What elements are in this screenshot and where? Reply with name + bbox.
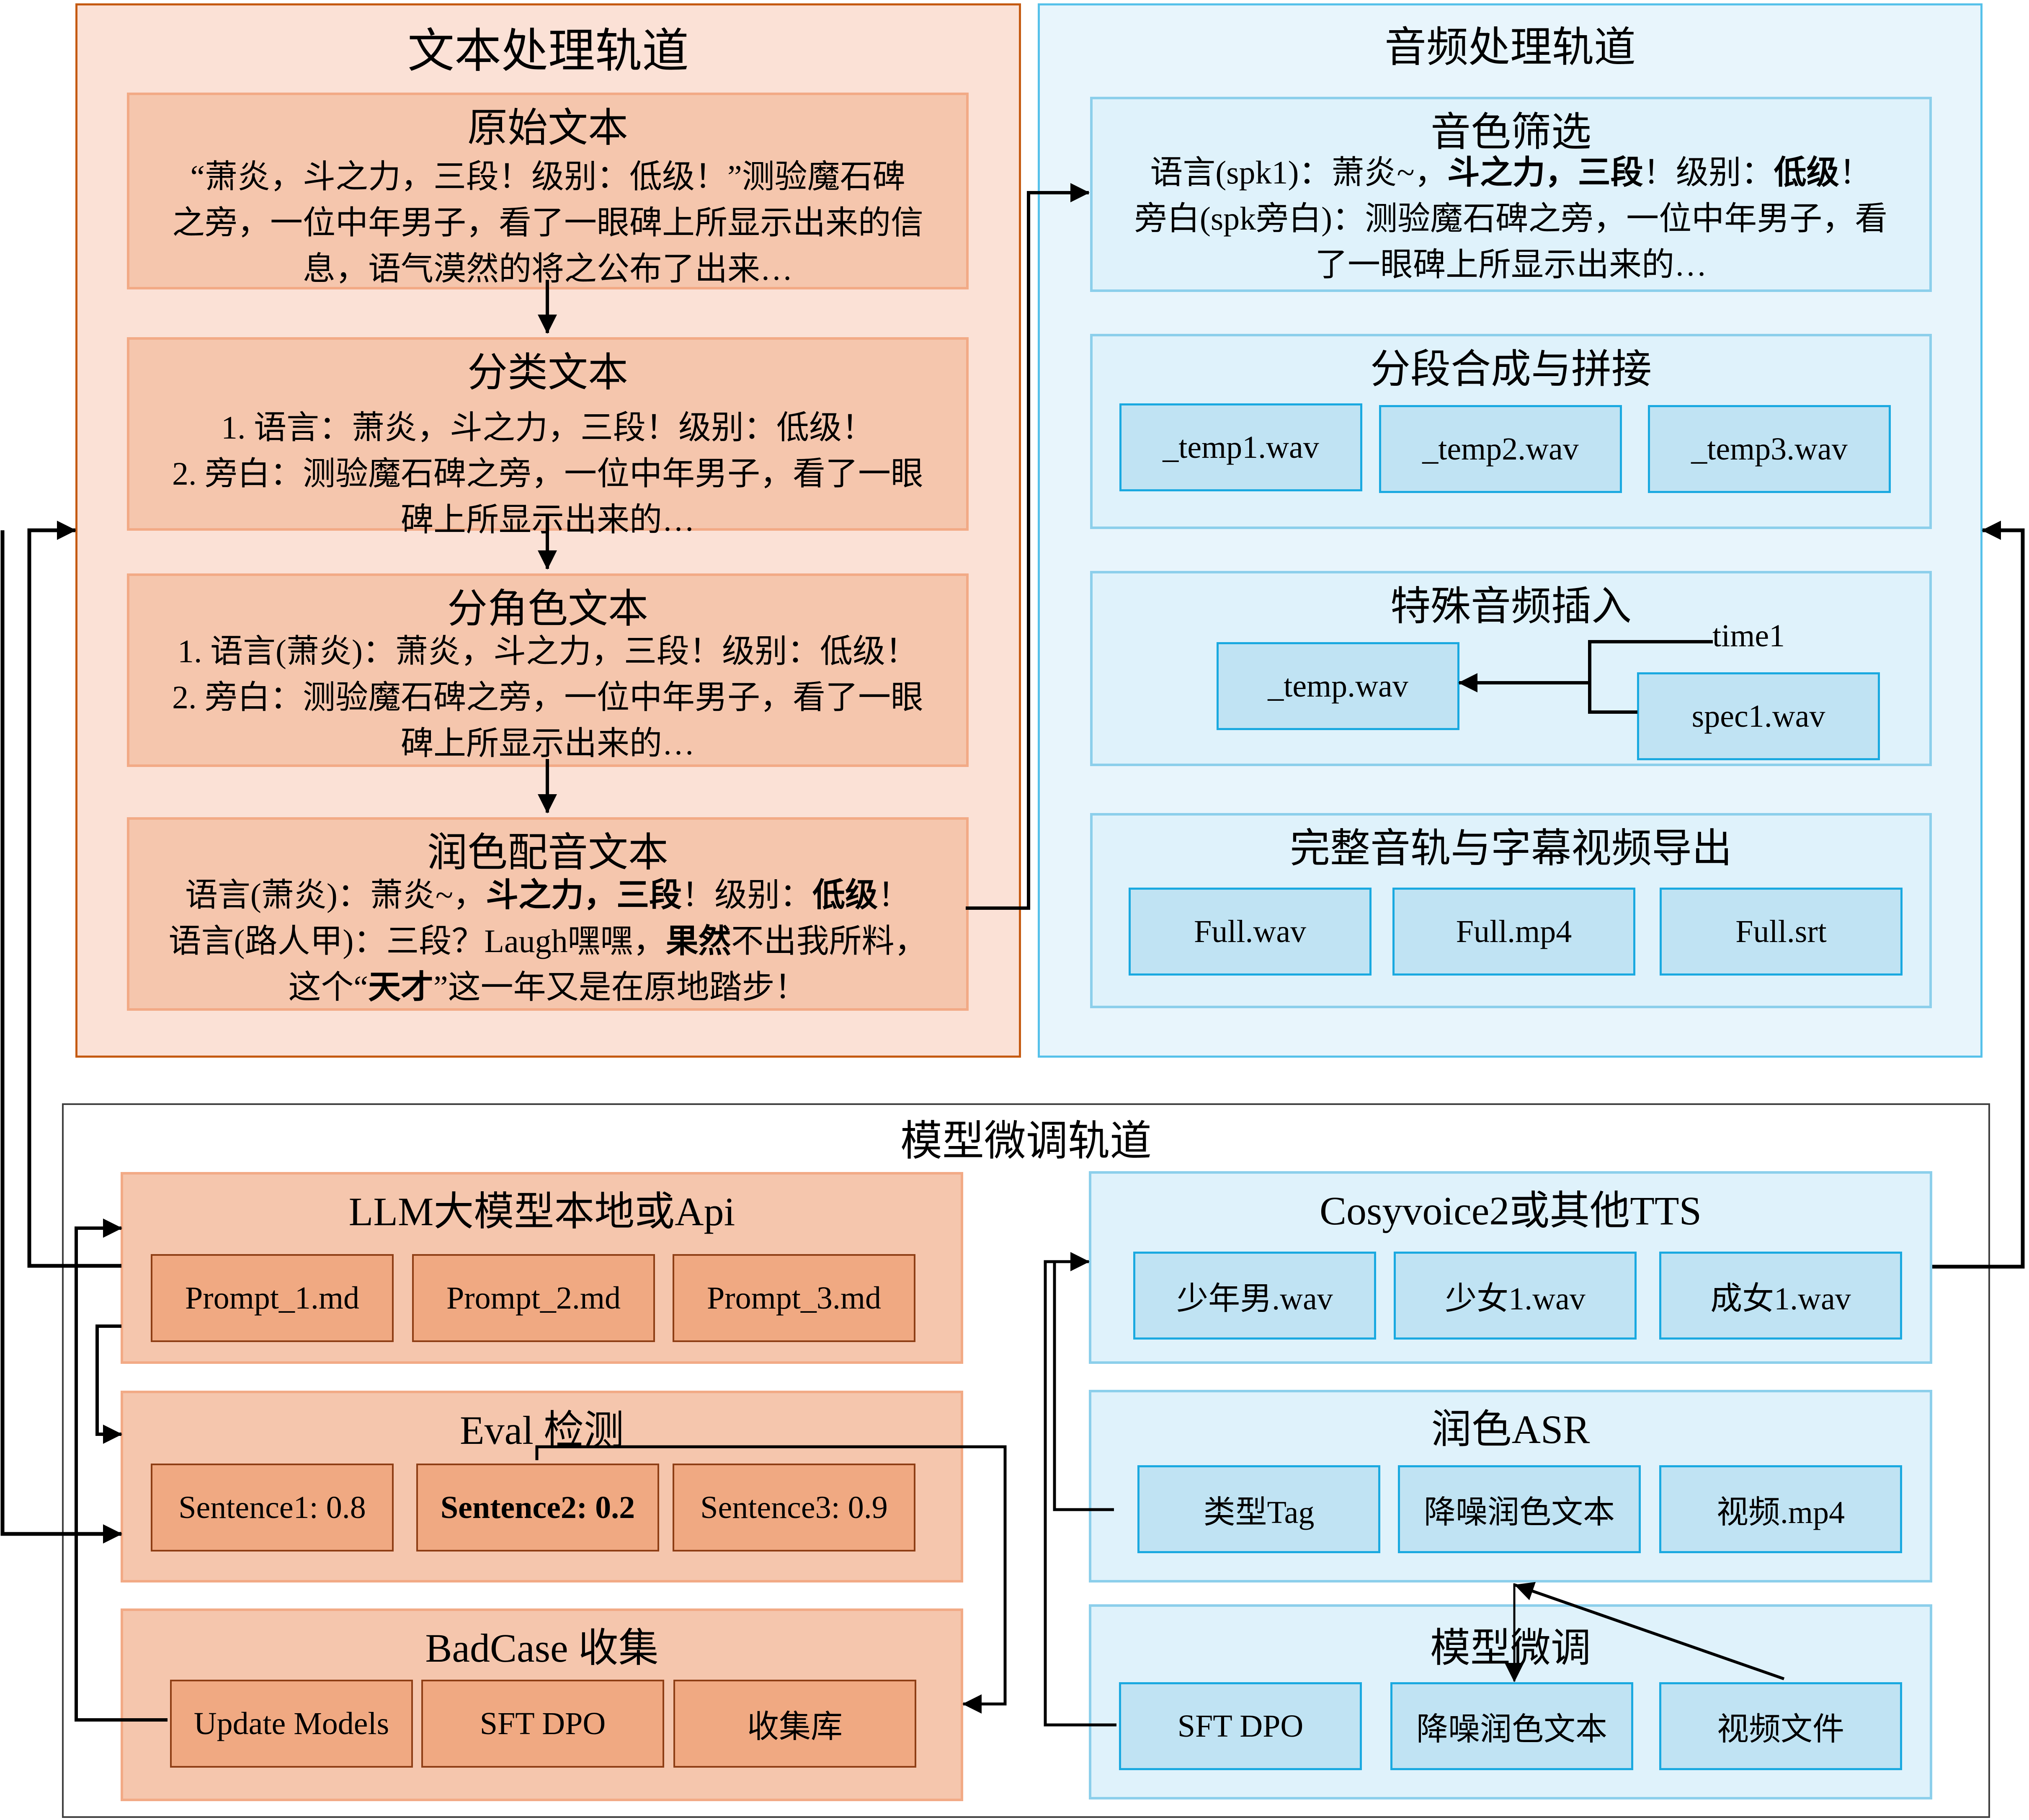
finetune-title: 模型微调 xyxy=(1430,1626,1591,1670)
badcase-item[interactable]: SFT DPO xyxy=(421,1680,664,1768)
special-audio-panel[interactable]: 特殊音频插入 _temp.wav spec1.wav time1 xyxy=(1090,571,1932,766)
classified-text-line: 碑上所显示出来的… xyxy=(400,501,695,538)
eval-panel[interactable]: Eval 检测 Sentence1: 0.8 Sentence2: 0.2 Se… xyxy=(121,1391,963,1582)
role-text-panel[interactable]: 分角色文本 1. 语言(萧炎)：萧炎，斗之力，三段！级别：低级！ 2. 旁白：测… xyxy=(127,573,969,767)
polished-line-2: 语言(路人甲)：三段？Laugh嘿嘿，果然不出我所料， xyxy=(168,923,927,959)
prompt-file[interactable]: Prompt_2.md xyxy=(412,1254,655,1342)
polished-line-1: 语言(萧炎)：萧炎~，斗之力，三段！级别：低级！ xyxy=(185,877,911,913)
text-track: 文本处理轨道 原始文本 “萧炎，斗之力，三段！级别：低级！”测验魔石碑 之旁，一… xyxy=(75,3,1021,1058)
finetune-item[interactable]: 视频文件 xyxy=(1659,1682,1902,1770)
finetune-panel[interactable]: 模型微调 SFT DPO 降噪润色文本 视频文件 xyxy=(1089,1604,1932,1799)
segment-synthesis-panel[interactable]: 分段合成与拼接 _temp1.wav _temp2.wav _temp3.wav xyxy=(1090,334,1932,529)
export-file[interactable]: Full.srt xyxy=(1660,888,1903,976)
eval-score-bad[interactable]: Sentence2: 0.2 xyxy=(416,1464,659,1552)
special-audio-title: 特殊音频插入 xyxy=(1390,584,1632,629)
tts-title: Cosyvoice2或其他TTS xyxy=(1320,1188,1702,1233)
time-label: time1 xyxy=(1712,618,1785,653)
badcase-title: BadCase 收集 xyxy=(425,1626,659,1670)
asr-title: 润色ASR xyxy=(1431,1407,1590,1452)
polished-text-body: 语言(萧炎)：萧炎~，斗之力，三段！级别：低级！ 语言(路人甲)：三段？Laug… xyxy=(142,872,954,1010)
segment-file[interactable]: _temp1.wav xyxy=(1119,403,1362,491)
export-file[interactable]: Full.mp4 xyxy=(1392,888,1635,976)
special-wav-source[interactable]: spec1.wav xyxy=(1637,672,1880,760)
role-text-line: 1. 语言(萧炎)：萧炎，斗之力，三段！级别：低级！ xyxy=(178,633,918,669)
prompt-file[interactable]: Prompt_1.md xyxy=(151,1254,394,1342)
polished-text-title: 润色配音文本 xyxy=(427,830,668,875)
timbre-line-3: 了一眼碑上所显示出来的… xyxy=(1315,246,1707,283)
audio-track: 音频处理轨道 音色筛选 语言(spk1)：萧炎~，斗之力，三段！级别：低级！ 旁… xyxy=(1038,3,1983,1058)
raw-text-panel[interactable]: 原始文本 “萧炎，斗之力，三段！级别：低级！”测验魔石碑 之旁，一位中年男子，看… xyxy=(127,93,969,289)
raw-text-line: 息，语气漠然的将之公布了出来… xyxy=(302,250,793,287)
classified-text-panel[interactable]: 分类文本 1. 语言：萧炎，斗之力，三段！级别：低级！ 2. 旁白：测验魔石碑之… xyxy=(127,337,969,538)
eval-score[interactable]: Sentence3: 0.9 xyxy=(673,1464,915,1552)
timbre-line-2: 旁白(spk旁白)：测验魔石碑之旁，一位中年男子，看 xyxy=(1134,200,1888,237)
voice-file[interactable]: 少年男.wav xyxy=(1133,1252,1376,1340)
export-title: 完整音轨与字幕视频导出 xyxy=(1290,826,1732,871)
timbre-filter-title: 音色筛选 xyxy=(1431,110,1591,155)
raw-text-line: “萧炎，斗之力，三段！级别：低级！”测验魔石碑 xyxy=(190,158,905,195)
badcase-item[interactable]: Update Models xyxy=(170,1680,413,1768)
polished-text-panel[interactable]: 润色配音文本 语言(萧炎)：萧炎~，斗之力，三段！级别：低级！ 语言(路人甲)：… xyxy=(127,817,969,1011)
export-panel[interactable]: 完整音轨与字幕视频导出 Full.wav Full.mp4 Full.srt xyxy=(1090,813,1932,1008)
classified-text-line: 1. 语言：萧炎，斗之力，三段！级别：低级！ xyxy=(221,409,874,446)
asr-item[interactable]: 类型Tag xyxy=(1137,1465,1380,1553)
voice-file[interactable]: 少女1.wav xyxy=(1394,1252,1637,1340)
segment-file[interactable]: _temp3.wav xyxy=(1648,405,1891,493)
asr-item[interactable]: 视频.mp4 xyxy=(1659,1465,1902,1553)
timbre-filter-body: 语言(spk1)：萧炎~，斗之力，三段！级别：低级！ 旁白(spk旁白)：测验魔… xyxy=(1105,150,1917,288)
badcase-panel[interactable]: BadCase 收集 Update Models SFT DPO 收集库 xyxy=(121,1608,963,1801)
raw-text-title: 原始文本 xyxy=(467,106,628,150)
classified-text-title: 分类文本 xyxy=(467,350,628,395)
asr-item[interactable]: 降噪润色文本 xyxy=(1398,1465,1641,1553)
prompt-file[interactable]: Prompt_3.md xyxy=(673,1254,915,1342)
finetune-item[interactable]: 降噪润色文本 xyxy=(1390,1682,1633,1770)
polished-line-3: 这个“天才”这一年又是在原地踏步！ xyxy=(288,969,807,1005)
voice-file[interactable]: 成女1.wav xyxy=(1659,1252,1902,1340)
badcase-item[interactable]: 收集库 xyxy=(673,1680,916,1768)
timbre-filter-panel[interactable]: 音色筛选 语言(spk1)：萧炎~，斗之力，三段！级别：低级！ 旁白(spk旁白… xyxy=(1090,97,1932,292)
llm-panel[interactable]: LLM大模型本地或Api Prompt_1.md Prompt_2.md Pro… xyxy=(121,1172,963,1364)
segment-file[interactable]: _temp2.wav xyxy=(1379,405,1622,493)
role-text-body: 1. 语言(萧炎)：萧炎，斗之力，三段！级别：低级！ 2. 旁白：测验魔石碑之旁… xyxy=(142,628,954,767)
eval-score[interactable]: Sentence1: 0.8 xyxy=(151,1464,394,1552)
raw-text-body: “萧炎，斗之力，三段！级别：低级！”测验魔石碑 之旁，一位中年男子，看了一眼碑上… xyxy=(142,154,954,292)
role-text-line: 碑上所显示出来的… xyxy=(400,725,695,762)
llm-title: LLM大模型本地或Api xyxy=(348,1189,735,1234)
asr-panel[interactable]: 润色ASR 类型Tag 降噪润色文本 视频.mp4 xyxy=(1089,1390,1932,1582)
timbre-line-1: 语言(spk1)：萧炎~，斗之力，三段！级别：低级！ xyxy=(1150,154,1872,191)
text-track-title: 文本处理轨道 xyxy=(407,26,689,77)
finetune-item[interactable]: SFT DPO xyxy=(1119,1682,1362,1770)
segment-synthesis-title: 分段合成与拼接 xyxy=(1370,347,1652,392)
model-track-title: 模型微调轨道 xyxy=(900,1118,1152,1164)
raw-text-line: 之旁，一位中年男子，看了一眼碑上所显示出来的信 xyxy=(172,204,923,241)
audio-track-title: 音频处理轨道 xyxy=(1384,24,1636,71)
eval-title: Eval 检测 xyxy=(460,1408,624,1453)
temp-wav-target[interactable]: _temp.wav xyxy=(1217,642,1459,730)
classified-text-line: 2. 旁白：测验魔石碑之旁，一位中年男子，看了一眼 xyxy=(172,455,923,492)
role-text-title: 分角色文本 xyxy=(447,586,648,631)
classified-text-body: 1. 语言：萧炎，斗之力，三段！级别：低级！ 2. 旁白：测验魔石碑之旁，一位中… xyxy=(142,405,954,543)
tts-panel[interactable]: Cosyvoice2或其他TTS 少年男.wav 少女1.wav 成女1.wav xyxy=(1089,1171,1932,1364)
role-text-line: 2. 旁白：测验魔石碑之旁，一位中年男子，看了一眼 xyxy=(172,679,923,715)
export-file[interactable]: Full.wav xyxy=(1129,888,1372,976)
